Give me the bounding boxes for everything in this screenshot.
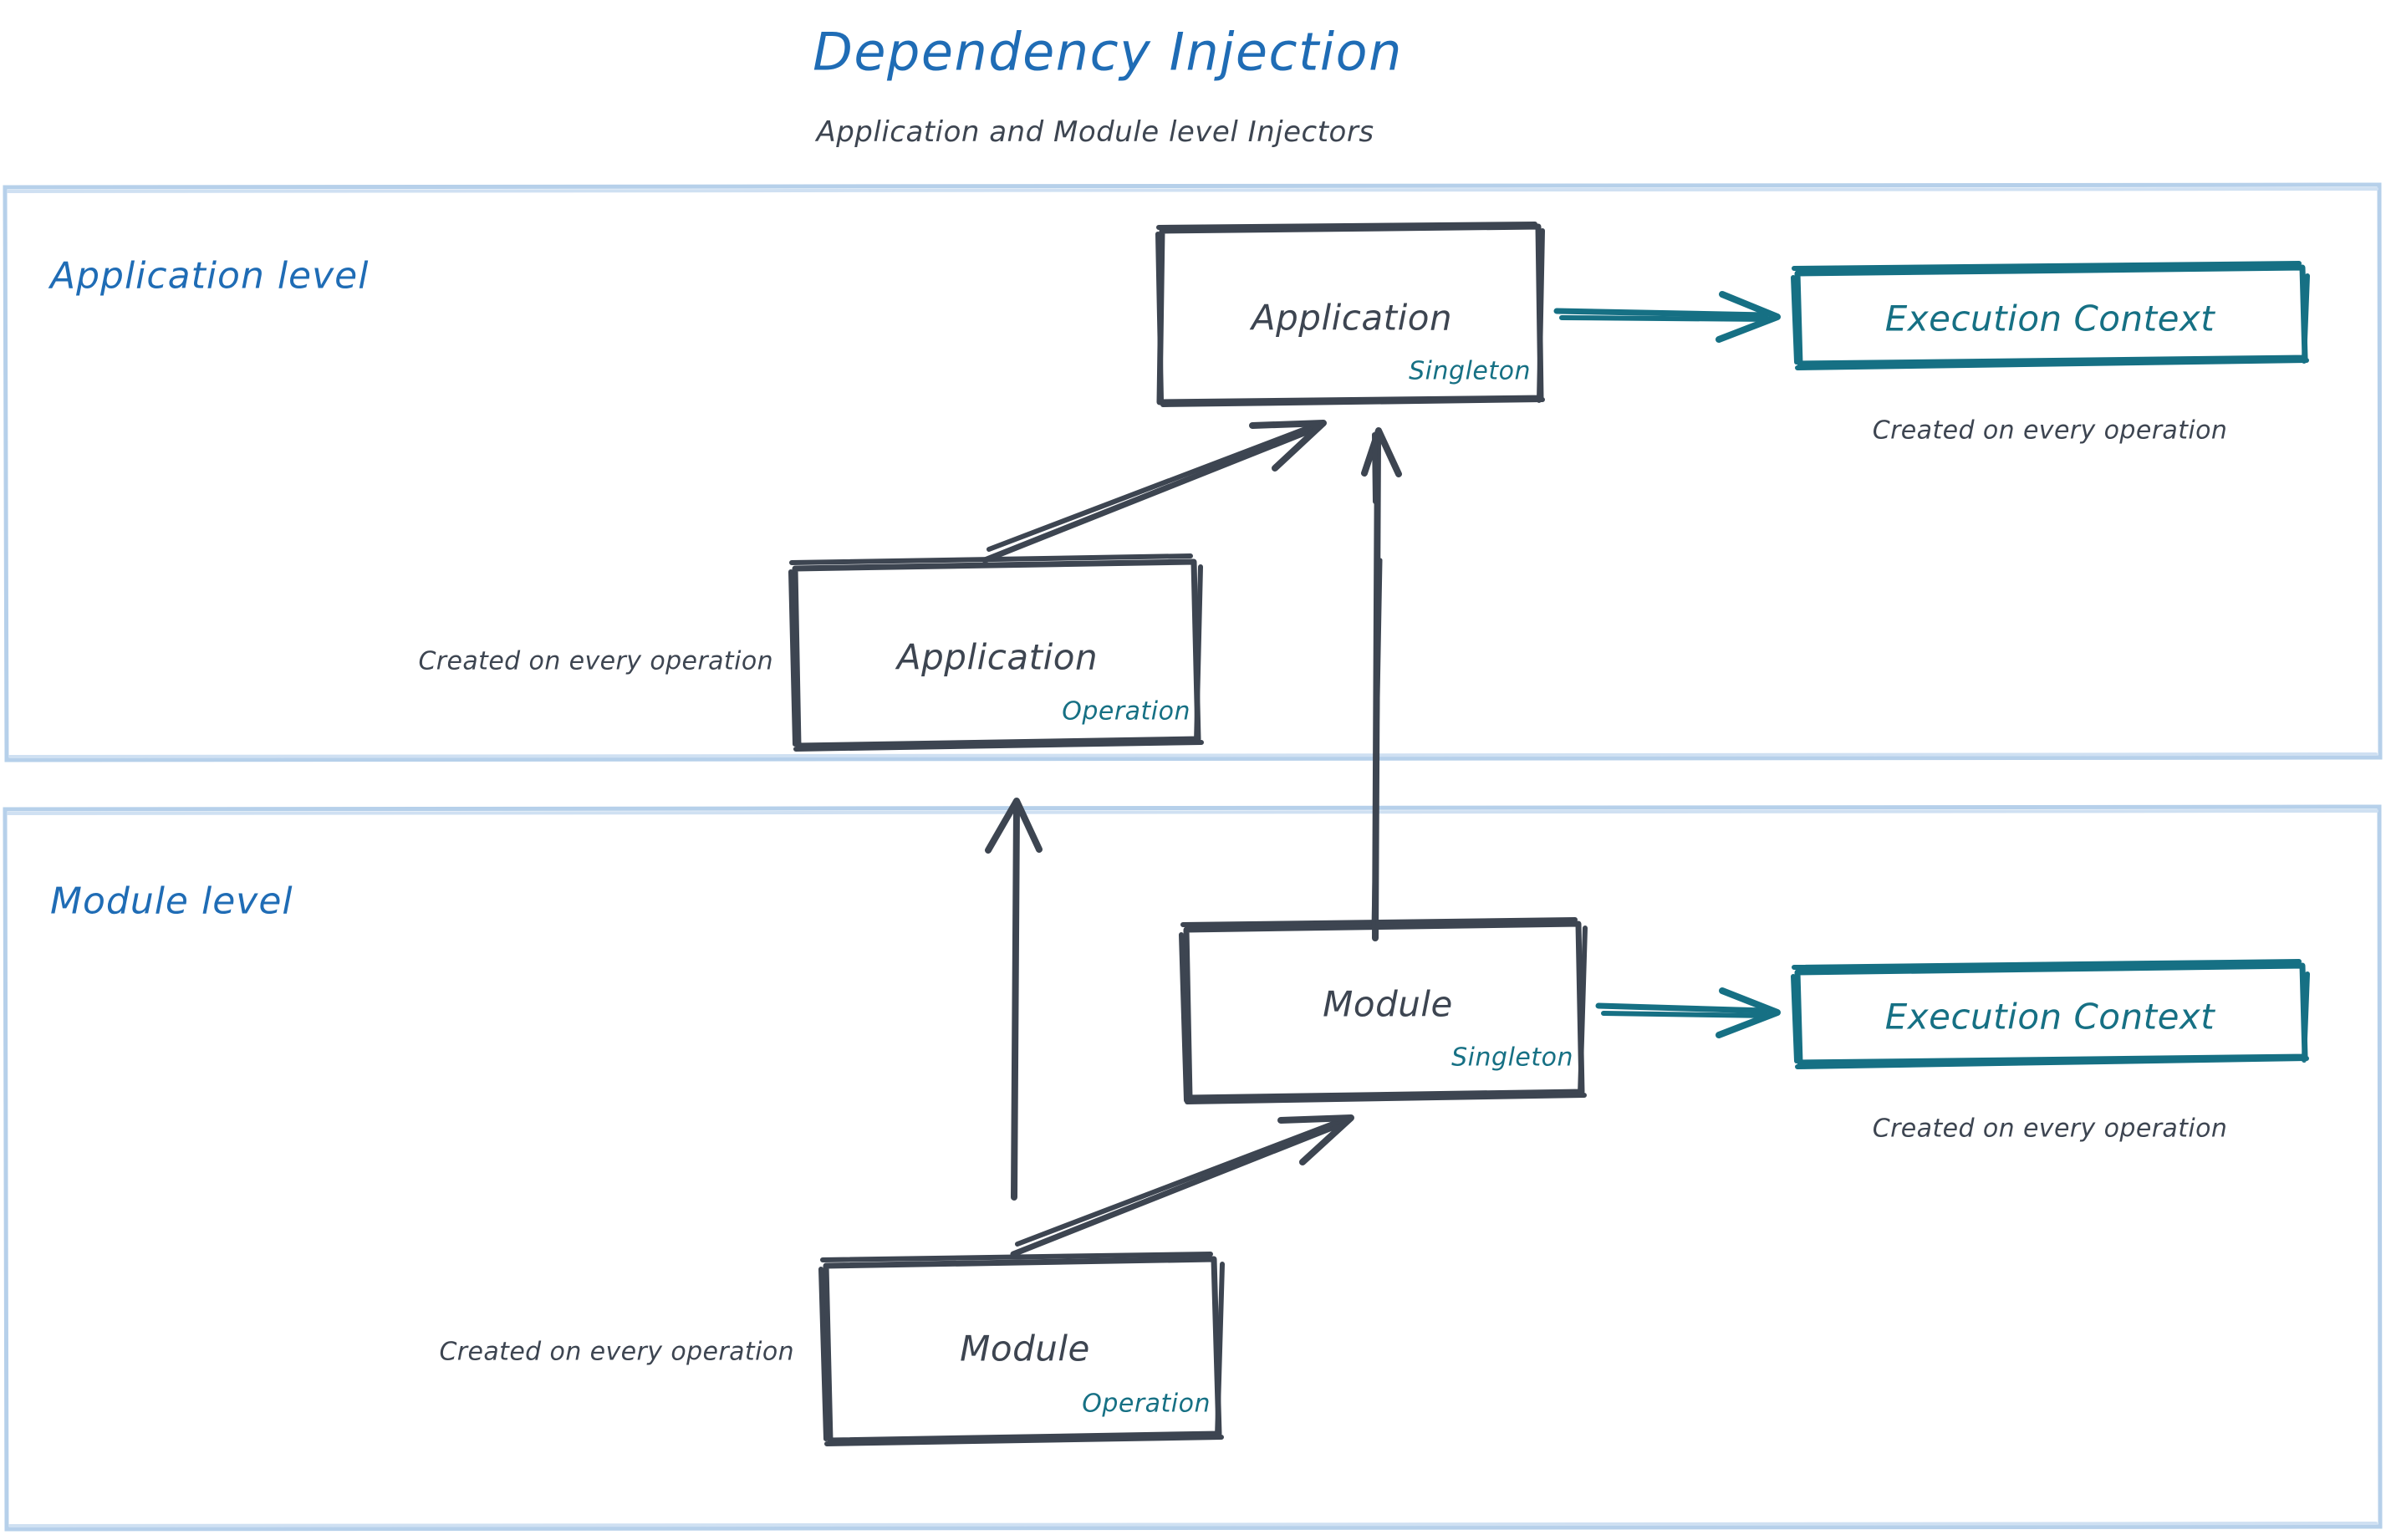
caption-application-operation: Created on every operation [418,646,773,676]
page-title: Dependency Injection [813,21,1403,83]
edge-module-operation-to-app-operation [985,798,1043,1201]
module-level-label: Module level [50,880,293,923]
node-label-module-singleton: Module [1323,983,1453,1025]
node-scope-application-operation: Operation [1062,696,1190,727]
application-level-label: Application level [50,254,370,298]
node-label-module-operation: Module [960,1328,1090,1369]
caption-module-execution-context: Created on every operation [1872,1114,2228,1144]
caption-module-operation: Created on every operation [439,1337,794,1367]
node-scope-module-singleton: Singleton [1451,1043,1573,1073]
edge-module-singleton-to-execution-context [1595,987,1781,1038]
edge-app-singleton-to-execution-context [1553,291,1781,343]
node-label-application-execution-context: Execution Context [1884,298,2215,339]
module-level-container [3,804,2383,1532]
edge-app-operation-to-app-singleton [981,420,1327,563]
node-label-module-execution-context: Execution Context [1884,996,2215,1038]
node-label-application-singleton: Application [1251,297,1453,339]
node-label-application-operation: Application [896,636,1099,678]
caption-application-execution-context: Created on every operation [1872,416,2228,446]
edge-module-singleton-to-app-singleton [1361,427,1402,941]
node-scope-module-operation: Operation [1082,1389,1211,1419]
edge-module-operation-to-module-singleton [1010,1114,1354,1257]
page-subtitle: Application and Module level Injectors [816,115,1374,149]
node-scope-application-singleton: Singleton [1409,356,1531,386]
